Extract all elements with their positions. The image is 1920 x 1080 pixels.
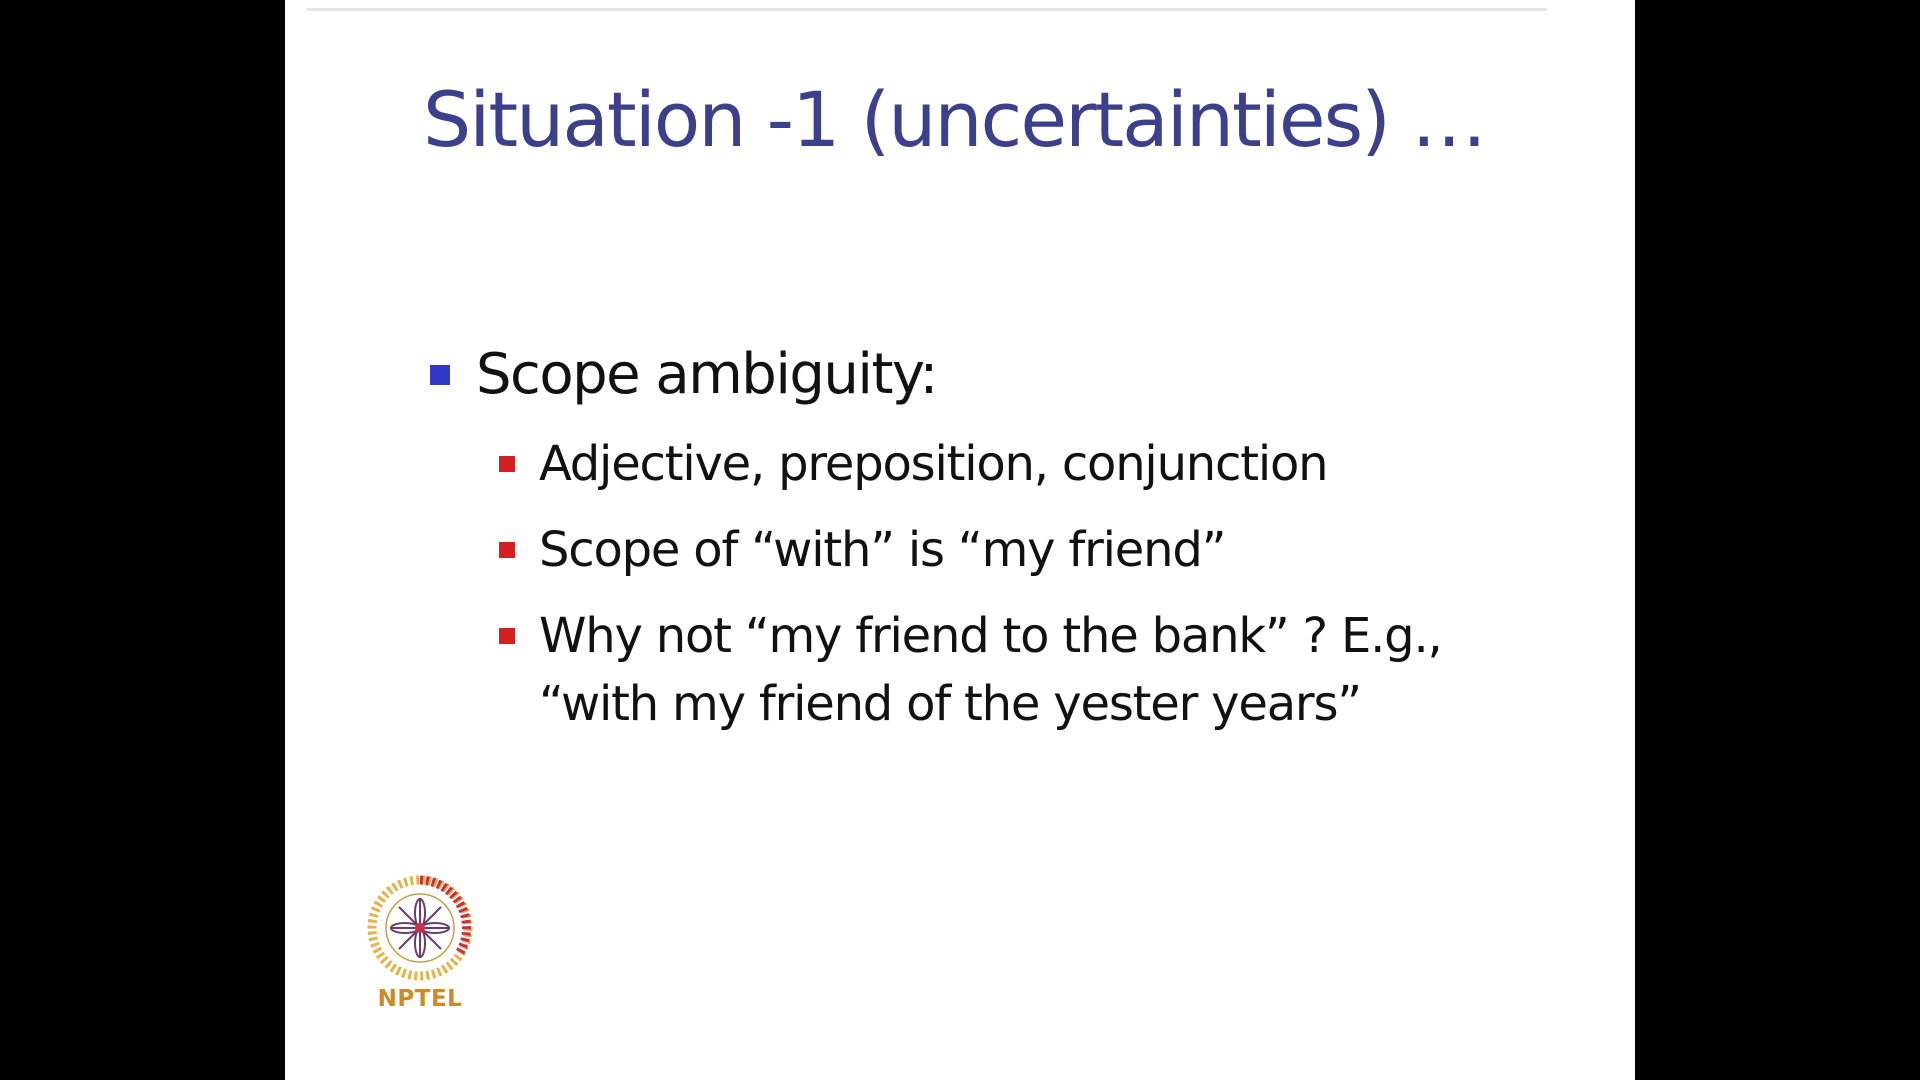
slide: Situation -1 (uncertainties) … Scope amb… xyxy=(285,0,1635,1080)
sub-bullet-item: Why not “my friend to the bank” ? E.g., … xyxy=(499,602,1539,738)
sub-bullet-list: Adjective, preposition, conjunction Scop… xyxy=(499,430,1539,756)
slide-title: Situation -1 (uncertainties) … xyxy=(423,75,1487,164)
nptel-wheel-icon xyxy=(367,875,473,981)
sub-bullet-item: Adjective, preposition, conjunction xyxy=(499,430,1539,498)
sub-bullet-text: Why not “my friend to the bank” ? E.g., … xyxy=(539,608,1443,732)
square-bullet-icon xyxy=(430,364,450,385)
nptel-logo: NPTEL xyxy=(365,872,475,1022)
sub-bullet-item: Scope of “with” is “my friend” xyxy=(499,516,1539,584)
sub-bullet-text: Scope of “with” is “my friend” xyxy=(539,522,1226,578)
logo-text: NPTEL xyxy=(377,986,463,1012)
top-divider xyxy=(307,8,1547,11)
sub-bullet-text: Adjective, preposition, conjunction xyxy=(539,436,1329,492)
square-bullet-icon xyxy=(499,542,515,558)
bullet-scope-ambiguity: Scope ambiguity: xyxy=(430,342,938,407)
bullet-text: Scope ambiguity: xyxy=(476,342,938,407)
square-bullet-icon xyxy=(499,628,515,644)
square-bullet-icon xyxy=(499,456,515,472)
